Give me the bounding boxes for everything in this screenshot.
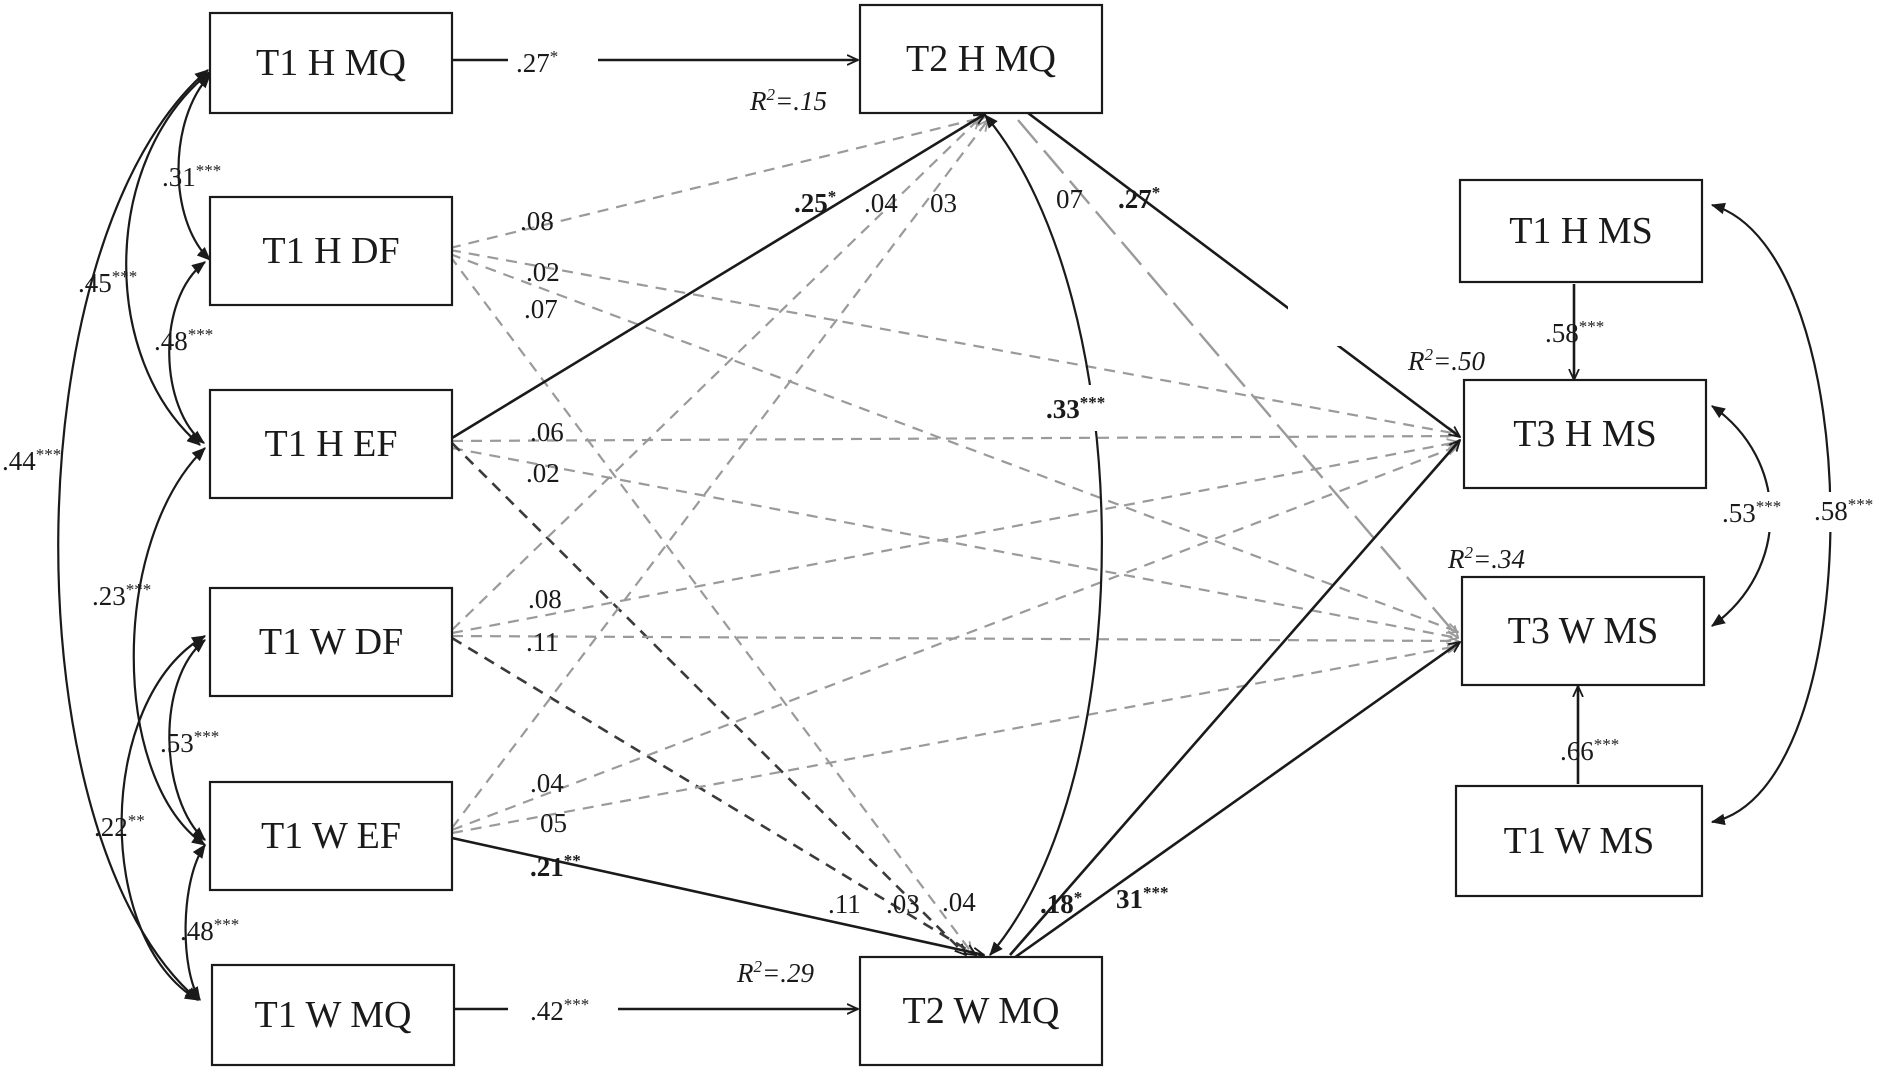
coef-hdf-a: .08: [520, 206, 554, 236]
coef-wef-a: .04: [530, 768, 564, 798]
path-hef-t2hmq: [451, 114, 985, 440]
svg-text:T2 W MQ: T2 W MQ: [903, 990, 1060, 1032]
r2-t2-h-mq: R2=.15: [749, 85, 827, 116]
node-t1-w-ms: T1 W MS: [1454, 784, 1704, 898]
coef-bot-11: .11: [828, 889, 861, 919]
cov-label-hmq-hef: .45***: [78, 267, 137, 298]
cov-label-hef-wef: .23***: [92, 580, 151, 611]
coef-wef-wmq: .21**: [530, 851, 581, 882]
cov-wef-wmq: [184, 844, 206, 1001]
cov-label-t1-ms: .58***: [1814, 495, 1873, 526]
path-hmq-t3wms: [1017, 119, 1458, 637]
path-hdf-t2hmq: [449, 117, 985, 250]
node-t1-h-ms: T1 H MS: [1458, 178, 1704, 284]
svg-text:T1 H MQ: T1 H MQ: [256, 42, 406, 84]
node-t1-h-df: T1 H DF: [208, 195, 454, 307]
path-wef-t2wmq: [451, 836, 984, 955]
cov-wdf-wmq: [120, 635, 207, 1001]
covariance-labels: .31*** .45*** .48*** .44*** .23*** .53**…: [2, 161, 1873, 946]
cov-label-wdf-wmq: .22**: [94, 811, 145, 842]
path-wef-t3hms: [451, 446, 1458, 832]
cov-t2-mq: [984, 114, 1103, 956]
coef-hmq-07: 07: [1056, 184, 1083, 214]
node-t1-h-mq: T1 H MQ: [208, 11, 454, 115]
node-t3-w-ms: T3 W MS: [1460, 575, 1706, 687]
cov-hef-wef: [132, 447, 206, 846]
coef-hdf-c: .07: [524, 294, 558, 324]
coef-top-04: .04: [864, 188, 898, 218]
path-hef-t2wmq: [451, 442, 966, 955]
coef-t1hms-t3hms: .58***: [1545, 317, 1604, 348]
node-t1-h-ef: T1 H EF: [208, 388, 454, 500]
cov-label-hmq-wmq: .44***: [2, 445, 61, 476]
cov-label-hmq-hdf: .31***: [162, 161, 221, 192]
node-t2-w-mq: T2 W MQ: [858, 955, 1104, 1067]
node-t1-w-ef: T1 W EF: [208, 780, 454, 892]
nonsignificant-paths: [449, 117, 1459, 955]
coef-wdf-a: .08: [528, 584, 562, 614]
path-hef-t3hms: [451, 434, 1459, 443]
coef-bot-04: .04: [942, 887, 976, 917]
r2-labels: R2=.15 R2=.29 R2=.50 R2=.34: [736, 85, 1525, 988]
path-labels: .27* .42*** .08 .02 .07 .25* .04 03 07 .…: [516, 47, 1619, 1026]
cov-label-wef-wmq: .48***: [180, 915, 239, 946]
coef-hef-b: .02: [526, 458, 560, 488]
r2-t3-h-ms: R2=.50: [1407, 345, 1485, 376]
svg-text:T1 H MS: T1 H MS: [1509, 210, 1653, 252]
path-wef-t2hmq: [451, 120, 988, 829]
label-backgrounds: [508, 43, 1900, 1028]
svg-text:T1 W DF: T1 W DF: [259, 621, 403, 663]
coef-top-03: 03: [930, 188, 957, 218]
node-t2-h-mq: T2 H MQ: [858, 3, 1104, 115]
svg-text:T1 W MS: T1 W MS: [1504, 820, 1655, 862]
path-hef-t3wms: [451, 446, 1458, 638]
cov-label-wdf-wef: .53***: [160, 727, 219, 758]
path-t2wmq-t3wms: [1013, 642, 1460, 960]
svg-text:T3 H MS: T3 H MS: [1513, 413, 1657, 455]
coef-wmq-t3w: 31***: [1116, 883, 1169, 914]
coef-t1wms-t3wms: .66***: [1560, 735, 1619, 766]
cov-label-hdf-hef: .48***: [154, 325, 213, 356]
coef-wdf-b: .11: [526, 627, 559, 657]
coef-bot-03: .03: [886, 889, 920, 919]
r2-t3-w-ms: R2=.34: [1447, 543, 1525, 574]
coef-hef-a: .06: [530, 417, 564, 447]
path-wdf-t2wmq: [451, 636, 976, 955]
path-wdf-t2hmq: [451, 118, 980, 631]
svg-text:T1 H EF: T1 H EF: [265, 423, 398, 465]
coef-hmq-t1-t2: .27*: [516, 47, 558, 78]
path-t2wmq-t3hms: [1009, 440, 1460, 956]
r2-t2-w-mq: R2=.29: [736, 957, 814, 988]
path-wdf-t3hms: [451, 442, 1458, 635]
path-hdf-t3wms: [449, 252, 1458, 632]
cov-hmq-wmq: [57, 69, 209, 1001]
node-t1-w-mq: T1 W MQ: [210, 963, 456, 1067]
coef-wmq-t1-t2: .42***: [530, 995, 589, 1026]
cov-label-t3-ms: .53***: [1722, 497, 1781, 528]
node-t1-w-df: T1 W DF: [208, 586, 454, 698]
path-hdf-t2wmq: [449, 255, 972, 953]
path-t2hmq-t3hms: [1023, 108, 1460, 437]
svg-text:T1 H DF: T1 H DF: [262, 230, 399, 272]
coef-hdf-b: .02: [526, 257, 560, 287]
significant-paths: [451, 60, 1578, 1009]
svg-text:T1 W EF: T1 W EF: [261, 815, 401, 857]
coef-hef-hmq: .25*: [794, 187, 836, 218]
coef-hmq-t3h: .27*: [1118, 183, 1160, 214]
svg-text:T2 H MQ: T2 H MQ: [906, 38, 1056, 80]
svg-text:T1 W MQ: T1 W MQ: [255, 994, 412, 1036]
cov-hmq-hef: [125, 71, 211, 446]
node-t3-h-ms: T3 H MS: [1462, 378, 1708, 490]
nodes: T1 H MQ T1 H DF T1 H EF T1 W DF T1 W EF …: [208, 3, 1708, 1067]
coef-wmq-t3h: .18*: [1040, 888, 1082, 919]
path-wef-t3wms: [451, 646, 1458, 835]
coef-wef-b: 05: [540, 808, 567, 838]
coef-mq-cov: .33***: [1046, 393, 1105, 424]
svg-text:T3 W MS: T3 W MS: [1508, 610, 1659, 652]
